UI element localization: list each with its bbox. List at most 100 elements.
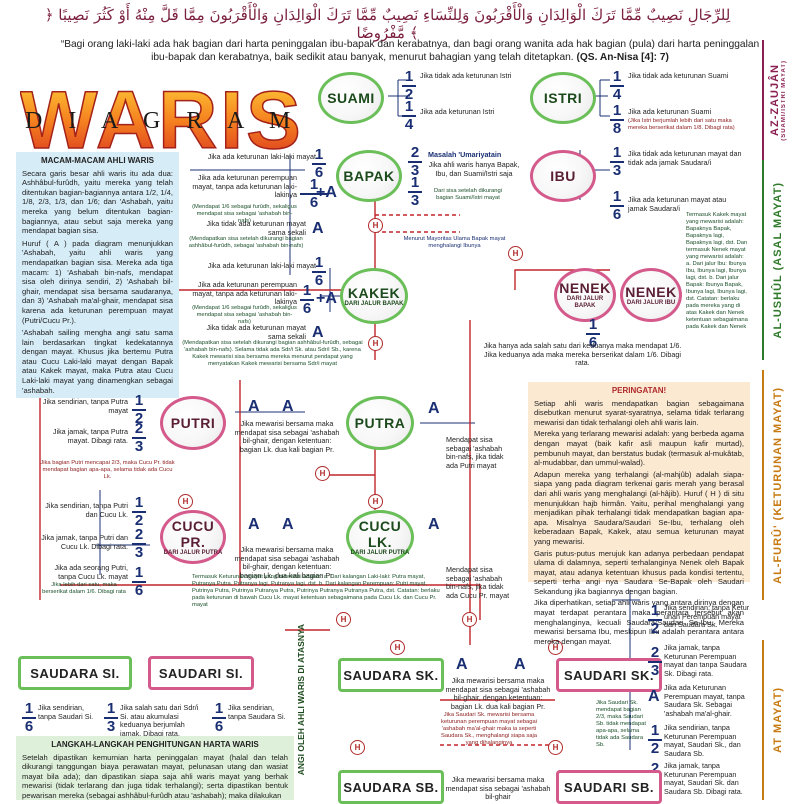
- hajb-marker: H: [368, 336, 383, 351]
- logo-subtitle: D I A G R A M: [25, 108, 300, 134]
- node-cucu-pr-label: CUCU PR.: [171, 517, 215, 550]
- node-putra-label: PUTRA: [354, 415, 406, 431]
- verse-translation: “Bagi orang laki-laki ada hak bagian dar…: [60, 38, 760, 64]
- hajb-marker: H: [336, 612, 351, 627]
- node-ibu-label: IBU: [550, 168, 576, 184]
- sidebar-al-ushul-label: AL-USHÛL (ASAL MAYAT): [771, 181, 784, 339]
- node-istri-label: ISTRI: [543, 90, 583, 106]
- node-putra[interactable]: PUTRA: [346, 396, 414, 450]
- sidebar-az-zaujan: AZ-ZAUJÂN (SUAMI/ISTRI MAYAT): [755, 40, 800, 160]
- node-putri-label: PUTRI: [170, 415, 216, 431]
- node-nenek2-label: NENEK: [625, 283, 677, 300]
- macam-p3: 'Ashabah sailing mengha angi satu sama l…: [22, 328, 173, 395]
- suami-text-2: Jika ada keturunan Istri: [420, 107, 495, 116]
- cucu-text-3: Jika ada seorang Putri, tanpa Cucu Lk. m…: [54, 563, 128, 581]
- cucu-lk-A-2: A: [428, 516, 440, 533]
- sidebar-al-furu-label: AL-FURÛ' (KETURUNAN MAYAT): [771, 386, 784, 584]
- node-saudara-si[interactable]: SAUDARA SI.: [18, 656, 132, 690]
- node-saudara-si-label: SAUDARA SI.: [30, 665, 120, 681]
- hajb-marker: H: [350, 740, 365, 755]
- peringatan-p4: Garis putus-putus merujuk kan adanya per…: [534, 548, 744, 596]
- hajb-marker: H: [368, 494, 383, 509]
- node-saudara-sk[interactable]: SAUDARA SK.: [338, 658, 444, 692]
- hajb-marker: H: [315, 466, 330, 481]
- quran-verse-arabic: ﴿ لِلرِّجَالِ نَصِيبٌ مِّمَّا تَرَكَ الْ…: [44, 6, 731, 42]
- node-nenek2-sub: DARI JALUR IBU: [626, 299, 676, 306]
- node-saudari-si-label: SAUDARI SI.: [158, 665, 244, 681]
- ibu-text-1: Jika tidak ada keturunan mayat dan tidak…: [628, 149, 742, 167]
- node-cucu-pr[interactable]: CUCU PR.DARI JALUR PUTRA: [160, 510, 226, 564]
- bapak-A: A: [312, 220, 324, 237]
- macam-title: MACAM-MACAM AHLI WARIS: [40, 156, 155, 165]
- cucu-text-2: Jika jamak, tanpa Putri dan Cucu Lk. Dib…: [41, 533, 128, 551]
- istri-text-1: Jika tidak ada keturunan Suami: [628, 71, 729, 80]
- node-saudari-si[interactable]: SAUDARI SI.: [148, 656, 254, 690]
- cucu-lk-A-1: A: [282, 516, 294, 533]
- saudari-sk-right-A: A: [648, 688, 660, 705]
- kakek-plus-A: +A: [316, 290, 337, 307]
- peringatan-p3: Adapun mereka yang terhalangi (al-mahjûb…: [534, 469, 744, 546]
- umariyatain-text-1: Jika ahli waris hanya Bapak, Ibu, dan Su…: [428, 160, 520, 178]
- hajb-marker: H: [390, 640, 405, 655]
- saudara-sk-A: A: [456, 656, 468, 673]
- saudara-sk-text-1: Jika mewarisi bersama maka mendapat sisa…: [445, 676, 551, 711]
- sidebar-al-ushul: AL-USHÛL (ASAL MAYAT): [755, 160, 800, 360]
- vertical-note: ANGI OLEH AHLI WARIS DI ATASNYA: [294, 600, 308, 800]
- bapak-note-3: (Mendapatkan sisa setelah dikurangi bagi…: [188, 236, 304, 249]
- saudara-si-text-1: Jika sendirian, tanpa Saudari Si.: [38, 703, 94, 721]
- ibu-text-2: Jika ada keturunan mayat atau jamak Saud…: [628, 195, 727, 213]
- nenek-note: Termasuk Kakek mayat yang mewarisi adala…: [686, 212, 748, 330]
- cucu-text-1: Jika sendirian, tanpa Putri dan Cucu Lk.: [45, 501, 128, 519]
- peringatan-p1: Setiap ahli waris mendapatkan bagian seb…: [534, 398, 744, 427]
- node-bapak-label: BAPAK: [343, 168, 395, 184]
- node-istri[interactable]: ISTRI: [530, 72, 596, 124]
- saudara-si-text-2: Jika salah satu dari Sdr/i Si. atau akum…: [120, 703, 199, 738]
- cucu-note: Termasuk Keturunan mayat yang mewarisi a…: [192, 574, 440, 608]
- peringatan-p2: Mereka yang terlarang mewarisi adalah: y…: [534, 429, 744, 468]
- node-saudara-sb[interactable]: SAUDARA SB.: [338, 770, 444, 804]
- mayoritas-note: Menurut Mayoritas Ulama Bapak mayat meng…: [403, 236, 506, 249]
- cucu-text-4: Jika mewarisi bersama maka mendapat sisa…: [234, 545, 340, 580]
- saudari-sk-right-3: Jika ada Keturunan Perempuan mayat, tanp…: [664, 683, 745, 718]
- saudara-sk-note-2: Jika Saudari Sk. mewarisi bersama keturu…: [440, 712, 538, 746]
- hajb-marker: H: [368, 218, 383, 233]
- cucu-text-5: Mendapat sisa sebagai 'ashabah bin-nafs,…: [446, 565, 510, 600]
- waris-logo-graphic: WARIS D I A G R A M: [19, 74, 301, 167]
- kakek-text-2: Jika ada keturunan perempuan mayat, tanp…: [192, 280, 297, 306]
- putra-A-1: A: [282, 398, 294, 415]
- saudara-sk-note-3: Jika Saudari Sk. mendapat bagian 2/3, ma…: [596, 700, 646, 748]
- node-putri[interactable]: PUTRI: [160, 396, 226, 450]
- node-saudari-sk-label: SAUDARI SK.: [563, 667, 654, 683]
- node-cucu-lk[interactable]: CUCU LK.DARI JALUR PUTRA: [346, 510, 414, 564]
- waris-logo: WARIS D I A G R A M: [19, 70, 310, 167]
- kakek-note-3: (Mendapatkan sisa setelah dikurangi bagi…: [182, 340, 363, 367]
- putri-note: Jika bagian Putri mencapai 2/3, maka Cuc…: [40, 460, 175, 480]
- node-bapak[interactable]: BAPAK: [336, 150, 402, 202]
- hajb-marker: H: [462, 612, 477, 627]
- nenek-text: Jika hanya ada salah satu dari keduanya …: [483, 341, 682, 367]
- node-nenek1-sub: DARI JALUR BAPAK: [566, 296, 604, 309]
- node-saudari-sk[interactable]: SAUDARI SK.: [556, 658, 662, 692]
- node-suami[interactable]: SUAMI: [318, 72, 384, 124]
- node-ibu[interactable]: IBU: [530, 150, 596, 202]
- kakek-note-2: (Mendapat 1/6 sebagai furûdh, sekaligus …: [192, 305, 297, 325]
- node-saudari-sb[interactable]: SAUDARI SB.: [556, 770, 662, 804]
- cucu-pr-A: A: [248, 516, 260, 533]
- putri-text-2: Jika jamak, tanpa Putra mayat. Dibagi ra…: [52, 427, 128, 445]
